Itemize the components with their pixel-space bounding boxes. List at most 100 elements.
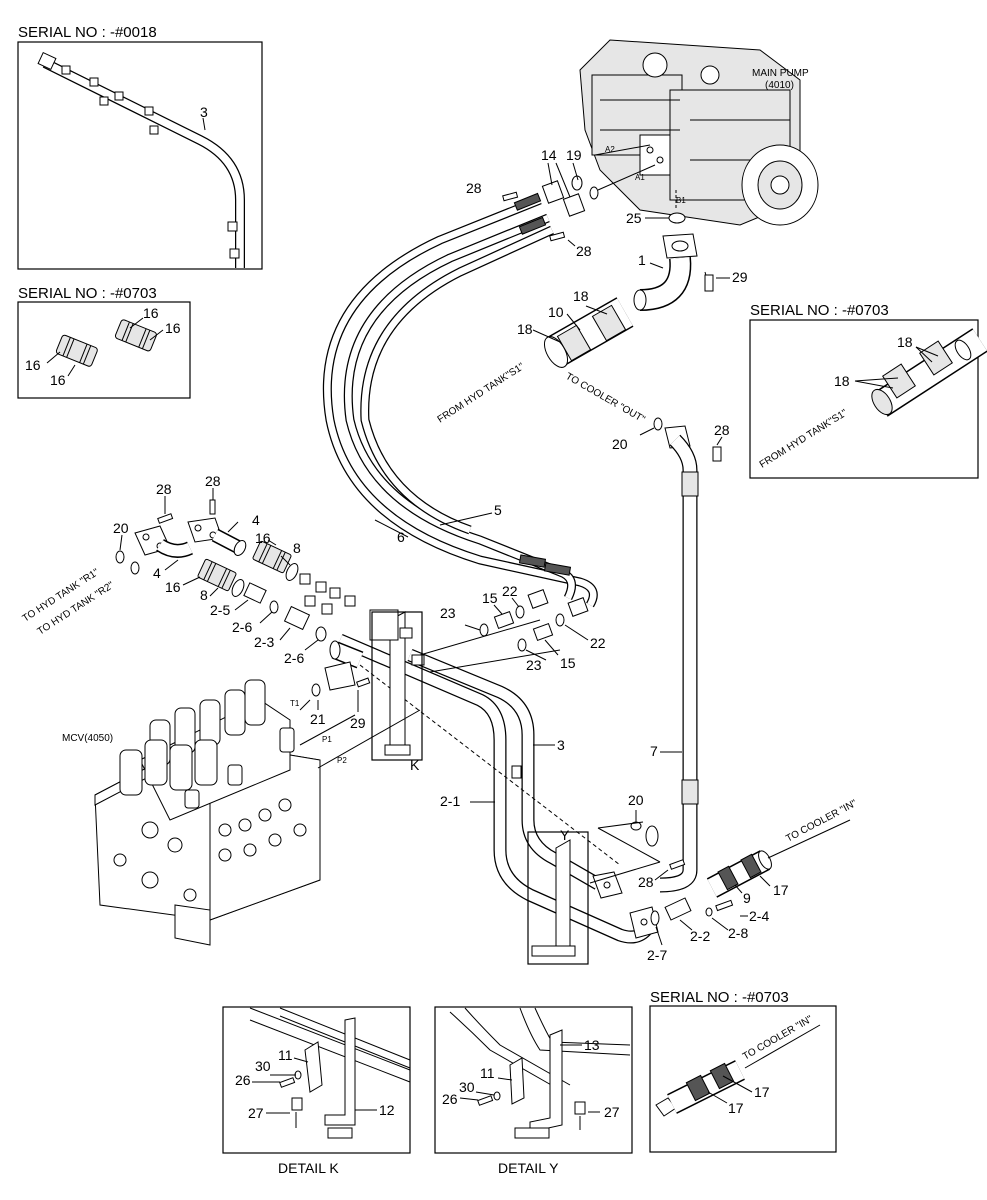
main-pump: MAIN PUMP (4010) A2 A1 B1 [579,39,819,226]
pipes-2-1-and-3: 3 2-1 2-4 2-8 2-2 2-7 [337,634,769,963]
inset-serial-0703-right: SERIAL NO : -#0703 18 18 FROM HYD TANK"S… [749,302,987,479]
callout-16-b: 16 [165,320,181,336]
serial-label-bottom-right: SERIAL NO : -#0703 [650,989,789,1006]
pump-fittings: 14 19 28 28 25 [466,147,686,259]
detail-y-callout-11: 11 [480,1065,495,1081]
callout-29-b: 29 [350,715,366,731]
callout-8-b: 8 [200,587,208,603]
callout-3-topleft: 3 [200,104,208,120]
callout-16-a: 16 [143,305,159,321]
callout-20-c: 20 [628,792,644,808]
callout-18-right-1: 18 [897,334,913,350]
mcv-valve: MCV(4050) T1 P1 P2 [62,679,421,946]
callout-19: 19 [566,147,582,163]
callout-28-c: 28 [714,422,730,438]
detail-y-callout-26: 26 [442,1091,458,1107]
hoses-5-6: 5 6 [322,192,598,608]
callout-20-a: 20 [612,436,628,452]
hose-end-fittings: 15 22 23 15 22 23 [440,583,606,673]
callout-8-a: 8 [293,540,301,556]
callout-10: 10 [548,304,564,320]
bracket-y: Y [527,827,589,965]
callout-25: 25 [626,210,642,226]
callout-29-a: 29 [732,269,748,285]
callout-2-2: 2-2 [690,928,710,944]
inset-serial-0018: SERIAL NO : -#0018 3 [17,24,263,270]
callout-18-b: 18 [517,321,533,337]
route-to-cooler-out: TO COOLER "OUT" [564,371,648,426]
port-a2: A2 [605,145,615,154]
callout-16-f: 16 [165,579,181,595]
port-t1: T1 [290,699,300,708]
callout-2-6-a: 2-6 [232,619,252,635]
callout-5: 5 [494,502,502,518]
callout-14: 14 [541,147,557,163]
callout-28-a: 28 [466,180,482,196]
callout-22-b: 22 [590,635,606,651]
callout-21: 21 [310,711,326,727]
callout-23-b: 23 [526,657,542,673]
callout-6: 6 [397,529,405,545]
callout-9: 9 [743,890,751,906]
callout-7: 7 [650,743,658,759]
callout-3-b: 3 [557,737,565,753]
main-pump-code: (4010) [765,80,794,91]
port-a1: A1 [635,173,645,182]
bracket-k: K [369,609,425,773]
fitting-cluster [299,573,356,615]
callout-23-a: 23 [440,605,456,621]
callout-4-a: 4 [252,512,260,528]
callout-20-b: 20 [113,520,129,536]
callout-18-a: 18 [573,288,589,304]
detail-k-callout-26: 26 [235,1072,251,1088]
main-pump-label: MAIN PUMP [752,68,809,79]
cooler-in-hose: TO COOLER "IN" 9 17 [706,798,859,906]
inset-serial-0703-left: SERIAL NO : -#0703 16 16 16 16 [17,285,191,399]
detail-k-callout-27: 27 [248,1105,264,1121]
port-b1: B1 [676,196,686,205]
detail-y-title: DETAIL Y [498,1160,559,1176]
callout-2-3: 2-3 [254,634,274,650]
detail-k-callout-11: 11 [278,1047,293,1063]
serial-label-mid-left: SERIAL NO : -#0703 [18,285,157,302]
port-p1: P1 [322,735,332,744]
callout-16-d: 16 [50,372,66,388]
detail-y-callout-27: 27 [604,1104,620,1120]
callout-2-6-b: 2-6 [284,650,304,666]
callout-22-a: 22 [502,583,518,599]
detail-k-callout-30: 30 [255,1058,271,1074]
serial-label-right: SERIAL NO : -#0703 [750,302,889,319]
return-fitting: 21 29 [310,640,371,731]
callout-17-bottom-a: 17 [754,1084,770,1100]
detail-y-callout-30: 30 [459,1079,475,1095]
callout-2-7: 2-7 [647,947,667,963]
route-from-hyd-tank: FROM HYD TANK"S1" [436,361,527,426]
callout-28-f: 28 [638,874,654,890]
detail-k-marker: K [410,757,420,773]
detail-y-marker: Y [560,827,570,843]
inset-serial-0703-bottom-right: SERIAL NO : -#0703 TO COOLER "IN" 17 17 [649,989,837,1153]
serial-label-top-left: SERIAL NO : -#0018 [18,24,157,41]
callout-17-a: 17 [773,882,789,898]
detail-k-callout-12: 12 [379,1102,395,1118]
callout-15-b: 15 [560,655,576,671]
callout-2-8: 2-8 [728,925,748,941]
callout-17-bottom-b: 17 [728,1100,744,1116]
port-p2: P2 [337,756,347,765]
callout-15-a: 15 [482,590,498,606]
callout-1: 1 [638,252,646,268]
left-fittings: 28 28 20 4 4 TO HYD TANK "R1" TO HYD TAN… [21,473,327,666]
callout-18-right-2: 18 [834,373,850,389]
callout-28-e: 28 [205,473,221,489]
callout-28-b: 28 [576,243,592,259]
callout-4-b: 4 [153,565,161,581]
detail-y-panel: 13 11 30 26 27 DETAIL Y [434,1006,633,1176]
detail-k-panel: 11 30 26 27 12 DETAIL K [222,1006,411,1176]
callout-16-c: 16 [25,357,41,373]
callout-2-4: 2-4 [749,908,769,924]
callout-28-d: 28 [156,481,172,497]
mcv-label: MCV(4050) [62,733,113,744]
callout-2-5: 2-5 [210,602,230,618]
callout-16-e: 16 [255,530,271,546]
